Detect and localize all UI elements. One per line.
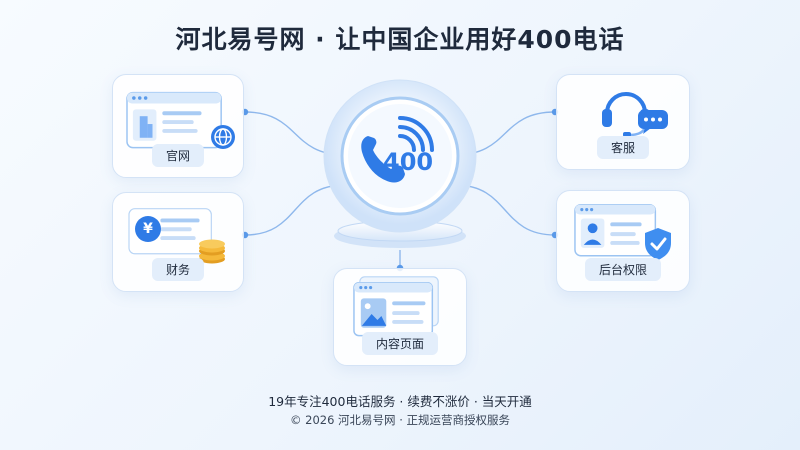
card-content-label: 内容页面 xyxy=(361,332,439,355)
phone-400-hub: 400 xyxy=(320,78,480,258)
footer-copyright: © 2026 河北易号网 · 正规运营商授权服务 xyxy=(289,413,511,427)
card-content[interactable]: 内容页面 xyxy=(333,268,467,366)
phone-icon xyxy=(361,136,405,183)
page-title: 河北易号网 · 让中国企业用好400电话 xyxy=(175,25,625,54)
card-support[interactable]: 客服 xyxy=(556,74,690,170)
card-finance[interactable]: ¥ 财务 xyxy=(112,192,244,292)
browser-icon xyxy=(126,91,222,149)
signal-waves-icon xyxy=(398,116,434,152)
chat-bubble-icon xyxy=(638,110,668,134)
card-support-label: 客服 xyxy=(596,136,650,159)
hub-number-label: 400 xyxy=(383,148,434,176)
image-icon xyxy=(360,298,387,328)
card-website-label: 官网 xyxy=(151,144,205,167)
footer-tagline: 19年专注400电话服务 · 续费不涨价 · 当天开通 xyxy=(268,394,532,409)
building-icon xyxy=(139,116,153,138)
coin-stack-icon xyxy=(199,239,225,264)
shield-check-icon xyxy=(645,228,671,260)
globe-icon xyxy=(211,125,235,149)
card-admin-label: 后台权限 xyxy=(584,258,662,281)
card-admin[interactable]: 后台权限 xyxy=(556,190,690,292)
card-finance-label: 财务 xyxy=(151,258,205,281)
card-website[interactable]: 官网 xyxy=(112,74,244,178)
yen-icon: ¥ xyxy=(135,216,161,242)
